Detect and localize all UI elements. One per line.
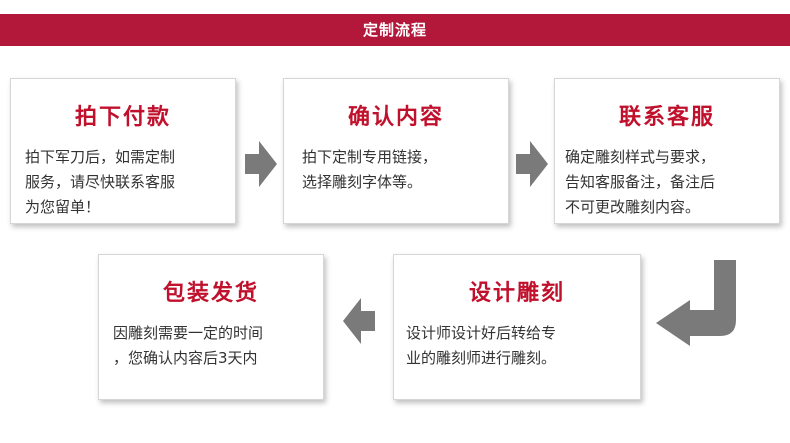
step-title: 包装发货 [162, 281, 259, 306]
step-title: 拍下付款 [74, 105, 171, 130]
arrow-return-icon [656, 260, 736, 346]
step-description: 设计师设计好后转给专 业的雕刻师进行雕刻。 [406, 324, 557, 367]
step-description: 拍下定制专用链接， 选择雕刻字体等。 [302, 148, 438, 191]
step-title: 联系客服 [618, 105, 715, 130]
arrow-left-icon [343, 298, 375, 344]
step-card-engrave: 设计雕刻 设计师设计好后转给专 业的雕刻师进行雕刻。 [393, 254, 641, 400]
page-title: 定制流程 [362, 21, 427, 39]
step-card-pay: 拍下付款 拍下军刀后，如需定制 服务，请尽快联系客服 为您留单！ [10, 78, 236, 224]
arrow-right-icon [245, 141, 277, 187]
step-description: 拍下军刀后，如需定制 服务，请尽快联系客服 为您留单！ [25, 148, 176, 216]
step-card-ship: 包装发货 因雕刻需要一定的时间 ，您确认内容后3天内 [98, 254, 324, 400]
step-title: 设计雕刻 [468, 281, 565, 306]
header-banner: 定制流程 [0, 14, 790, 46]
step-description: 因雕刻需要一定的时间 ，您确认内容后3天内 [113, 324, 264, 367]
step-card-contact: 联系客服 确定雕刻样式与要求， 告知客服备注，备注后 不可更改雕刻内容。 [554, 78, 780, 224]
step-description: 确定雕刻样式与要求， 告知客服备注，备注后 不可更改雕刻内容。 [565, 148, 716, 216]
arrow-right-icon [516, 141, 548, 187]
step-title: 确认内容 [347, 105, 444, 130]
step-card-confirm: 确认内容 拍下定制专用链接， 选择雕刻字体等。 [283, 78, 509, 224]
